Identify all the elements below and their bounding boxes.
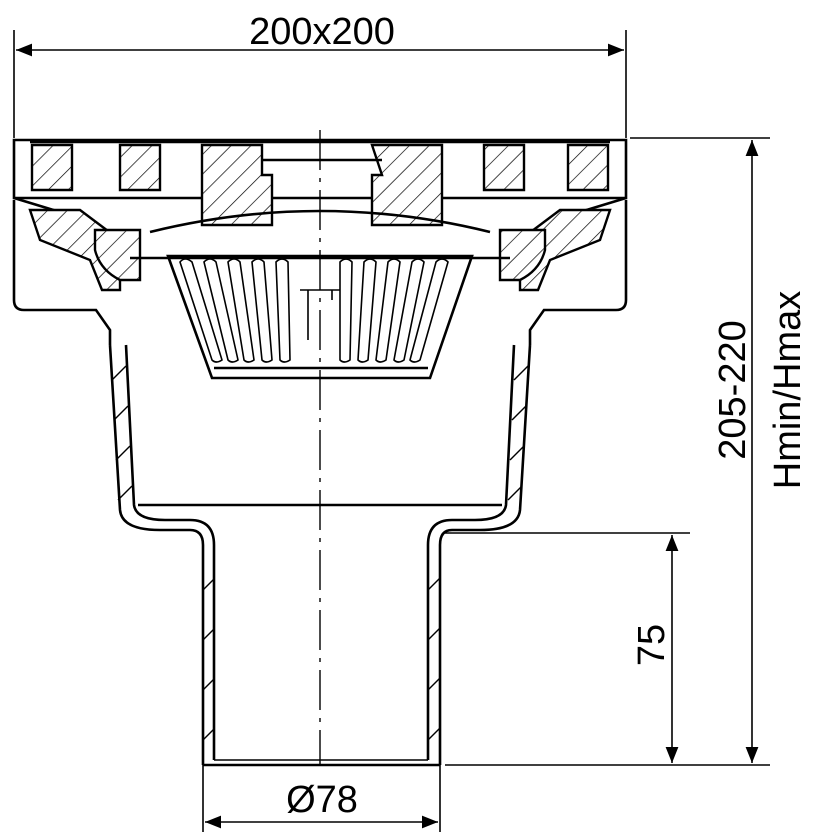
height-symbol-label: Hmin/Hmax <box>767 291 809 489</box>
width-label: 200x200 <box>249 11 395 53</box>
width-dimension: 200x200 <box>13 11 627 138</box>
drain-body <box>108 344 532 767</box>
height-range-label: 205-220 <box>712 320 754 459</box>
outlet-length-label: 75 <box>631 624 673 666</box>
outlet-diameter-label: Ø78 <box>286 779 358 821</box>
height-dimension: 205-220 Hmin/Hmax <box>445 137 809 766</box>
strainer-basket <box>166 254 474 380</box>
outlet-length-dimension: 75 <box>445 532 690 763</box>
outlet-diameter-dimension: Ø78 <box>202 765 441 832</box>
